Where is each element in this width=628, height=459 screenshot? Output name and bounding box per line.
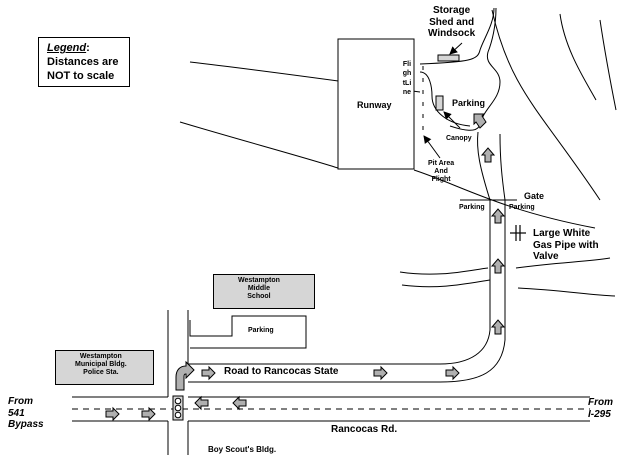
pointer-arrow-icon: [449, 42, 463, 55]
gate-parking-left-label: Parking: [459, 204, 485, 211]
terrain-line-upper-right: [491, 9, 601, 201]
main-access-road: [188, 199, 517, 383]
right-arrow-icon: [201, 365, 216, 381]
runway-label: Runway: [357, 100, 392, 110]
parking-label-mid: Parking: [248, 327, 274, 334]
legend-title: Legend: [47, 42, 87, 54]
gate-label: Gate: [524, 191, 545, 201]
canopy-label: Canopy: [446, 135, 472, 142]
side-road: [167, 310, 189, 455]
road-to-rancocas-label: Road to Rancocas State: [224, 366, 339, 377]
terrain-line-right-lower4: [517, 287, 616, 297]
right-arrow-icon: [373, 365, 388, 381]
turn-arrow-icon: [175, 360, 195, 391]
municipal-building: [55, 350, 154, 385]
mid-parking-outline: [189, 315, 307, 349]
direction-arrows: [105, 113, 506, 422]
rancocas-rd-label: Rancocas Rd.: [331, 424, 398, 435]
parking-label-top: Parking: [452, 98, 486, 108]
pointer-arrows: [423, 42, 463, 159]
canopy-structure: [435, 95, 444, 111]
runway: [337, 38, 415, 170]
gate-parking-right-label: Parking: [509, 204, 535, 211]
right-arrow-icon: [105, 406, 120, 422]
up-arrow-icon: [490, 208, 506, 224]
top-parking-outline: [419, 7, 501, 131]
gas-pipe-icon: [510, 225, 526, 241]
storage-shed: [437, 54, 460, 62]
legend-line-distances: Distances are: [47, 56, 119, 68]
legend-line-scale: NOT to scale: [47, 70, 115, 82]
access-road-upper: [477, 131, 506, 201]
up-arrow-icon: [490, 258, 506, 274]
terrain-line-top-right-curve2: [599, 19, 617, 111]
up-arrow-icon: [480, 147, 496, 163]
terrain-line-right-lower: [399, 267, 489, 275]
traffic-light-icon: [172, 395, 184, 421]
boy-scouts-label: Boy Scout's Bldg.: [208, 445, 277, 454]
terrain-line-right-upper: [413, 169, 596, 229]
up-arrow-icon: [490, 319, 506, 335]
legend-colon: :: [86, 42, 90, 54]
left-arrow-icon: [232, 395, 247, 411]
up-arrow-icon: [473, 113, 487, 129]
terrain-line-top-right-curve: [559, 13, 597, 101]
terrain-line-right-lower3: [515, 257, 611, 269]
right-arrow-icon: [445, 365, 460, 381]
rancocas-road: [72, 396, 590, 422]
flight-line-label: FlightLine: [402, 61, 412, 96]
right-arrow-icon: [141, 406, 156, 422]
pointer-arrow-icon: [443, 111, 461, 129]
pointer-arrow-icon: [423, 135, 441, 159]
middle-school-building: [213, 274, 315, 309]
terrain-line-right-lower2: [401, 279, 491, 288]
left-arrow-icon: [194, 395, 209, 411]
terrain-line-mid: [179, 121, 339, 169]
